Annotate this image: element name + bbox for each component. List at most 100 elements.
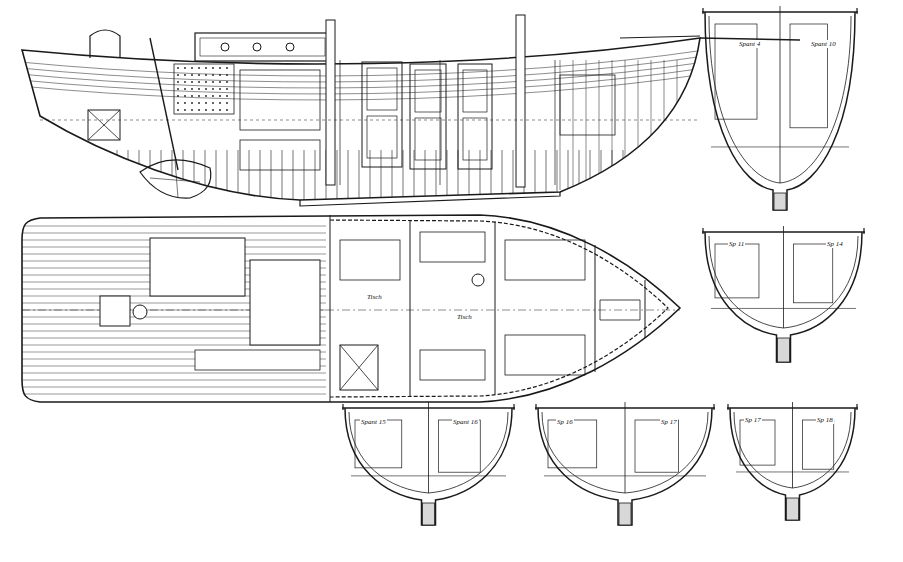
frame-line [651,60,652,190]
drawing-line [88,110,120,140]
part-label: Sp 11 [728,240,745,248]
drawing-box [516,15,525,187]
dot-pattern [219,88,221,90]
frame-line [62,150,63,210]
dot-pattern [226,109,228,111]
dot-pattern [212,102,214,104]
dot-pattern [205,109,207,111]
dot-pattern [184,74,186,76]
dot-pattern [198,95,200,97]
dot-pattern [219,102,221,104]
drawing-box [367,116,397,158]
frame-line [447,150,448,210]
frame-line [370,150,371,210]
dot-pattern [184,67,186,69]
drawing-line [330,220,668,397]
frame-line [139,150,140,210]
drawing-line [428,402,429,493]
frame-line [106,150,107,210]
dot-pattern [219,109,221,111]
drawing-box [619,503,631,525]
deck-plank [22,394,326,395]
dot-pattern [205,88,207,90]
dot-pattern [212,81,214,83]
dot-pattern [191,102,193,104]
dot-pattern [205,95,207,97]
frame-line [612,60,613,190]
part-label: Sp 16 [556,418,574,426]
dot-pattern [177,109,179,111]
drawing-box [715,24,757,119]
dot-pattern [212,88,214,90]
drawing-line [330,215,645,402]
dot-pattern [177,95,179,97]
dot-pattern [191,109,193,111]
part-label: Spant 16 [452,418,479,426]
frame-line [392,150,393,210]
frame-line [678,150,679,210]
frame-line [293,150,294,210]
dot-pattern [219,95,221,97]
frame-line [282,150,283,210]
porthole [221,43,229,51]
dot-pattern [184,95,186,97]
drawing-line [544,475,706,476]
drawing-line [340,345,378,390]
drawing-box [505,335,585,375]
drawing-line [340,60,555,185]
drawing-box [420,232,485,262]
frame-line [586,60,587,190]
frame-line [381,150,382,210]
frame-line [403,150,404,210]
part-label: Spant 4 [738,40,761,48]
drawing-box [340,345,378,390]
frame-line [513,150,514,210]
frame-line [656,150,657,210]
drawing-box [548,420,597,468]
frame-line [40,150,41,210]
frame-line [557,150,558,210]
frame-line [601,150,602,210]
dot-pattern [184,109,186,111]
frame-line [238,150,239,210]
steering-wheel [133,305,147,319]
drawing-line [22,215,680,402]
drawing-box [367,68,397,110]
frame-line [359,150,360,210]
frame-line [546,150,547,210]
frame-line [634,150,635,210]
drawing-line [150,160,200,198]
drawing-box [174,64,234,114]
drawing-box [250,260,320,345]
dot-pattern [177,81,179,83]
dot-pattern [226,81,228,83]
wc-symbol [472,274,484,286]
deck-plank [22,233,326,234]
frame-line [271,150,272,210]
drawing-line [792,402,793,488]
drawing-box [195,350,320,370]
frame-line [414,150,415,210]
drawing-box [423,503,435,525]
frame-line [95,150,96,210]
dot-pattern [226,102,228,104]
frame-line [260,150,261,210]
dot-pattern [198,109,200,111]
part-label: Sp 14 [826,240,844,248]
drawing-box [463,70,487,112]
dot-pattern [198,88,200,90]
drawing-box [415,70,441,112]
frame-line [227,150,228,210]
dot-pattern [177,67,179,69]
drawing-line [625,402,626,493]
frame-line [573,60,574,190]
dot-pattern [219,74,221,76]
dot-pattern [198,74,200,76]
dot-pattern [205,81,207,83]
frame-line [315,150,316,210]
part-label: Tisch [366,293,383,301]
dot-pattern [191,88,193,90]
deck-plank [22,380,326,381]
dot-pattern [212,95,214,97]
drawing-box [326,20,335,185]
